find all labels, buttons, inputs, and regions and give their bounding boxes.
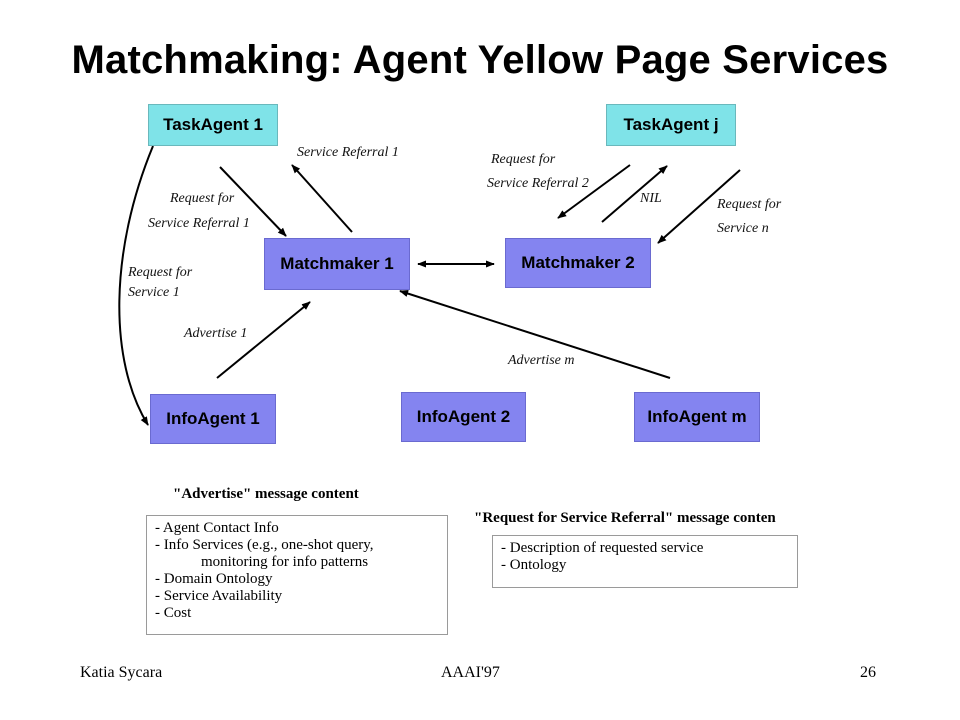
matchmaker-2-node: Matchmaker 2 [505,238,651,288]
task-agent-1-node: TaskAgent 1 [148,104,278,146]
footer-page-number: 26 [860,664,876,681]
arrow-request-service-n [657,169,741,244]
arrow-request-referral-1 [219,166,287,237]
advertise-item: - Domain Ontology [155,571,273,587]
label-request-referral-1-line1: Request for [170,191,235,206]
arrow-request-service-1 [118,145,154,426]
advertise-box-heading: "Advertise" message content [173,486,359,502]
label-request-referral-1-line2: Service Referral 1 [148,216,250,231]
footer-author: Katia Sycara [80,664,163,681]
arrow-service-referral-1 [291,164,353,233]
referral-box-heading: "Request for Service Referral" message c… [474,510,776,526]
task-agent-j-node: TaskAgent j [606,104,736,146]
info-agent-1-node: InfoAgent 1 [150,394,276,444]
label-request-service-1-line2: Service 1 [128,285,180,300]
arrow-request-referral-2 [557,164,631,219]
arrow-advertise-m [399,290,671,379]
info-agent-2-node: InfoAgent 2 [401,392,526,442]
label-nil: NIL [640,191,662,206]
label-request-referral-2-line1: Request for [491,152,556,167]
footer-venue: AAAI'97 [441,664,500,681]
advertise-item: - Service Availability [155,588,283,604]
label-request-service-n-line2: Service n [717,221,769,236]
label-advertise-m: Advertise m [508,353,575,368]
label-request-service-1-line1: Request for [128,265,193,280]
advertise-message-box: - Agent Contact Info - Info Services (e.… [146,515,448,635]
advertise-item: monitoring for info patterns [201,554,369,570]
label-request-referral-2-line2: Service Referral 2 [487,176,589,191]
advertise-item: - Info Services (e.g., one-shot query, [155,537,374,553]
advertise-item: - Cost [155,605,192,621]
referral-message-box: - Description of requested service - Ont… [492,535,798,588]
label-advertise-1: Advertise 1 [184,326,248,341]
referral-item: - Ontology [501,557,567,573]
arrow-nil [601,165,668,223]
page-title: Matchmaking: Agent Yellow Page Services [71,38,889,82]
label-service-referral-1: Service Referral 1 [297,145,399,160]
matchmaker-1-node: Matchmaker 1 [264,238,410,290]
info-agent-m-node: InfoAgent m [634,392,760,442]
advertise-item: - Agent Contact Info [155,520,279,536]
referral-item: - Description of requested service [501,540,704,556]
label-request-service-n-line1: Request for [717,197,782,212]
arrow-advertise-1 [216,301,311,379]
